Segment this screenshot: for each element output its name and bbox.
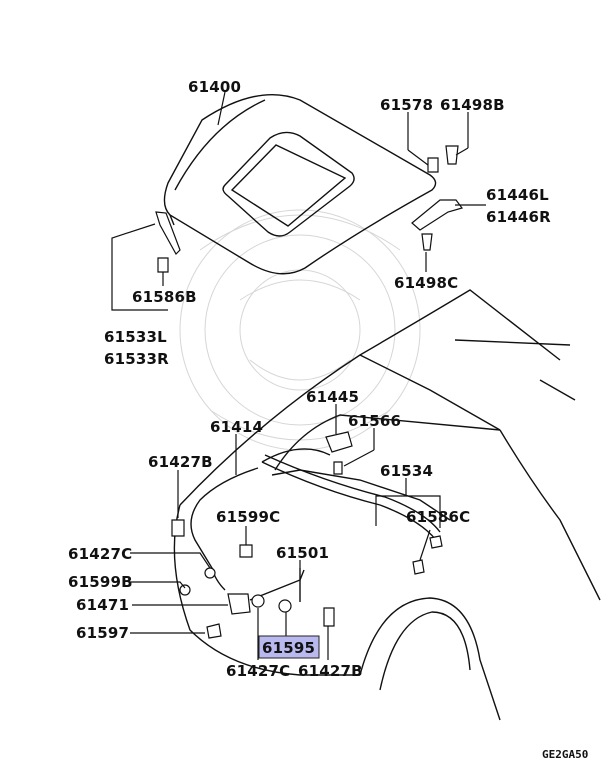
hood-panel xyxy=(163,94,437,275)
label-61427b-bottom: 61427B xyxy=(298,662,363,680)
label-61586c: 61586C xyxy=(406,508,470,526)
label-61414: 61414 xyxy=(210,418,263,436)
label-61471: 61471 xyxy=(76,596,129,614)
hood-hinge-right xyxy=(411,145,464,251)
label-61599c: 61599C xyxy=(216,508,280,526)
label-61534: 61534 xyxy=(380,462,433,480)
label-61533l: 61533L xyxy=(104,328,167,346)
label-61595: 61595 xyxy=(262,639,315,657)
label-61533r: 61533R xyxy=(104,350,169,368)
label-61599b: 61599B xyxy=(68,573,133,591)
label-61445: 61445 xyxy=(306,388,359,406)
label-61400: 61400 xyxy=(188,78,241,96)
car-body xyxy=(173,289,601,721)
label-61427c-left: 61427C xyxy=(68,545,132,563)
label-61427c-bottom: 61427C xyxy=(226,662,290,680)
label-61498b: 61498B xyxy=(440,96,505,114)
label-61578: 61578 xyxy=(380,96,433,114)
label-61586b: 61586B xyxy=(132,288,197,306)
hood-lock xyxy=(171,431,425,639)
label-61501: 61501 xyxy=(276,544,329,562)
label-61597: 61597 xyxy=(76,624,129,642)
label-61566: 61566 xyxy=(348,412,401,430)
highlight-box xyxy=(258,635,320,659)
label-61446l: 61446L xyxy=(486,186,549,204)
hood-hinge-left xyxy=(155,211,181,280)
label-61498c: 61498C xyxy=(394,274,458,292)
diagram-code: GE2GA50 xyxy=(542,748,588,761)
release-cable xyxy=(190,448,331,591)
leader-lines xyxy=(111,91,486,660)
label-61427b-top: 61427B xyxy=(148,453,213,471)
part-labels: 61400 61578 61498B 61446L 61446R 61498C … xyxy=(68,78,551,680)
label-61446r: 61446R xyxy=(486,208,551,226)
